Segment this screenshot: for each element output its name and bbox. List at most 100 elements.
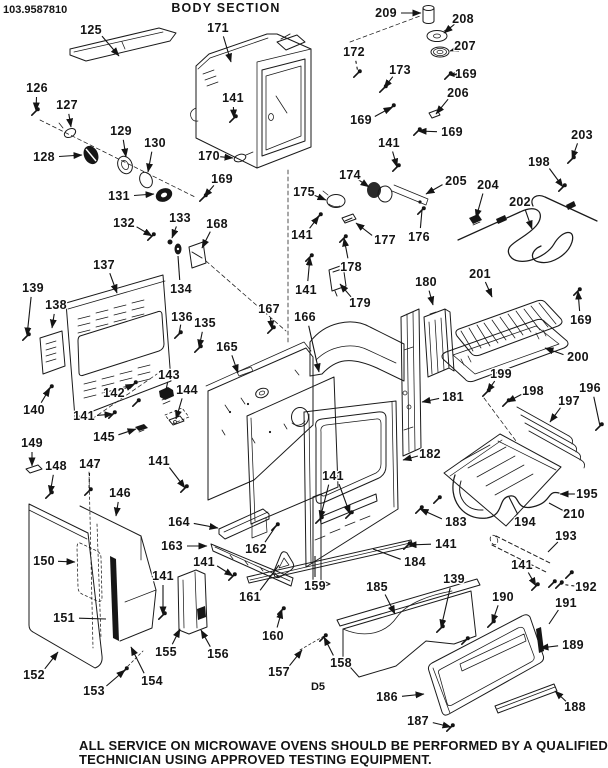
part-number-label: 182: [419, 447, 441, 461]
part-181-side-panel: [400, 308, 422, 457]
leader-line: [342, 237, 350, 259]
leader-line: [231, 355, 239, 374]
part-number-label: 203: [571, 128, 593, 142]
leader-line: [339, 283, 352, 298]
screw-icon: [180, 483, 190, 494]
leader-line: [171, 628, 181, 645]
part-number-label: 128: [33, 150, 55, 164]
leader-line: [417, 127, 438, 135]
part-number-label: 183: [445, 515, 467, 529]
leader-line: [146, 151, 154, 173]
leader-line: [355, 222, 373, 236]
leader-line: [96, 411, 114, 419]
screw-icon: [228, 571, 238, 582]
leader-line: [407, 541, 432, 549]
part-number-label: 188: [564, 700, 586, 714]
leader-line: [427, 290, 435, 306]
part-175-grommet: [322, 190, 346, 208]
part-number-label: 169: [570, 313, 592, 327]
part-168-bracket: [167, 239, 287, 332]
leader-line: [439, 587, 451, 629]
leader-line: [288, 649, 303, 667]
part-164-slide-rail: [218, 508, 270, 540]
part-193-tube: [489, 534, 553, 574]
part-number-label: 129: [110, 124, 132, 138]
part-number-label: 141: [291, 228, 313, 242]
screw-icon: [338, 233, 349, 243]
screw-icon: [486, 618, 497, 629]
part-number-label: 130: [144, 136, 166, 150]
part-number-label: 199: [490, 367, 512, 381]
part-number-label: 149: [21, 436, 43, 450]
leader-line: [58, 152, 83, 160]
leader-line: [402, 454, 419, 462]
part-166-air-duct: [309, 321, 405, 382]
part-number-label: 141: [193, 555, 215, 569]
screw-icon: [435, 623, 446, 634]
parts-126-131-fan-hardware: [39, 119, 196, 202]
door-assembly: [28, 471, 208, 669]
part-number-label: 169: [441, 125, 463, 139]
leader-line: [118, 428, 137, 436]
leader-line: [66, 113, 74, 128]
part-number-label: 160: [262, 629, 284, 643]
part-202-bake-element: [457, 194, 598, 264]
part-number-label: 196: [579, 381, 601, 395]
screw-icon: [199, 192, 209, 202]
part-number-label: 141: [511, 558, 533, 572]
part-number-label: 139: [22, 281, 44, 295]
part-number-label: 204: [477, 178, 499, 192]
part-180-capacitor: [423, 308, 455, 378]
screw-icon: [554, 579, 565, 590]
part-number-label: 135: [194, 316, 216, 330]
part-number-label: 140: [23, 403, 45, 417]
part-number-label: 168: [206, 217, 228, 231]
part-number-label: 131: [108, 189, 130, 203]
screw-icon: [129, 379, 139, 390]
leader-line: [358, 179, 370, 188]
part-number-label: 144: [176, 383, 198, 397]
leader-line: [313, 193, 327, 201]
part-189-end-trim: [536, 627, 544, 653]
part-number-label: 159: [304, 579, 326, 593]
part-184-trim-strip: [246, 539, 414, 584]
part-number-label: 145: [93, 430, 115, 444]
part-194-oven-rack: [443, 433, 562, 527]
part-number-label: 136: [171, 310, 193, 324]
screw-icon: [414, 504, 425, 515]
part-number-label: 146: [109, 486, 131, 500]
screw-icon: [352, 68, 363, 78]
screw-icon: [386, 102, 397, 112]
part-number-label: 166: [294, 310, 316, 324]
part-number-label: 198: [528, 155, 550, 169]
leader-line: [308, 325, 321, 373]
leader-line: [384, 594, 396, 615]
service-warning-line1: ALL SERVICE ON MICROWAVE OVENS SHOULD BE…: [79, 738, 608, 753]
part-number-label: 141: [378, 136, 400, 150]
part-number-label: 141: [222, 91, 244, 105]
part-number-label: 179: [349, 296, 371, 310]
leader-line: [101, 35, 120, 57]
part-150-window-outline: [76, 542, 103, 602]
leader-line: [121, 139, 129, 158]
part-number-label: 177: [374, 233, 396, 247]
leader-line: [435, 98, 449, 115]
part-number-label: 205: [445, 174, 467, 188]
leader-line: [548, 168, 564, 188]
grid-reference-note: D5: [311, 681, 325, 693]
part-206-clip: [428, 109, 441, 119]
part-number-label: 127: [56, 98, 78, 112]
part-number-label: 167: [258, 302, 280, 316]
leader-line: [391, 151, 399, 168]
part-number-label: 141: [148, 454, 170, 468]
part-number-label: 202: [509, 195, 531, 209]
leader-line: [201, 231, 211, 249]
leader-line: [130, 646, 145, 674]
part-155-156-glass-and-bracket: [177, 569, 208, 635]
screw-icon: [481, 387, 492, 398]
part-number-label: 165: [216, 340, 238, 354]
leader-line: [318, 484, 330, 520]
leader-line: [524, 210, 533, 230]
leader-line: [133, 191, 155, 199]
part-number-label: 197: [558, 394, 580, 408]
